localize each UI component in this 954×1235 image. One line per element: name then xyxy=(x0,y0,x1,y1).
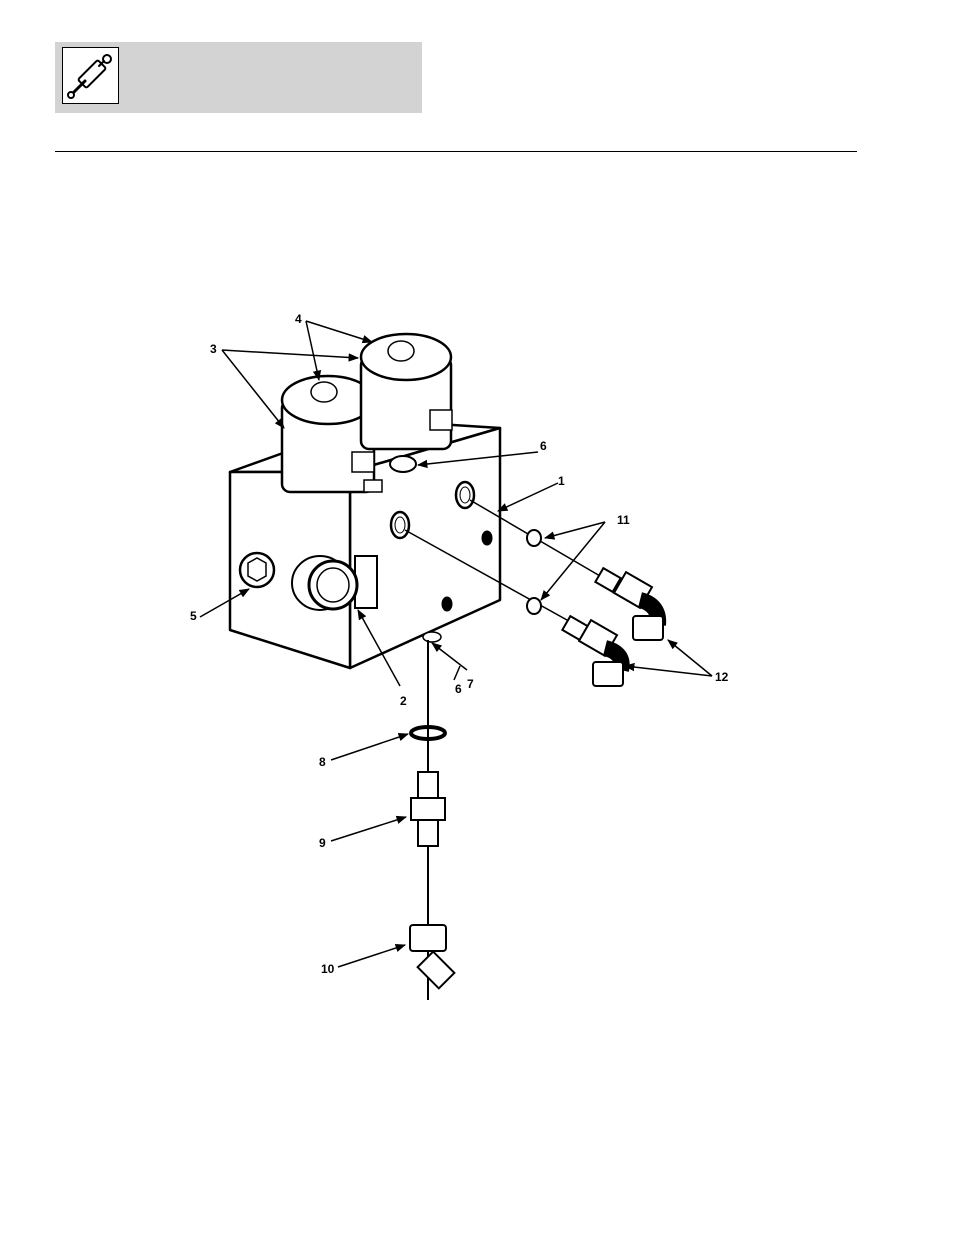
callout-5: 5 xyxy=(190,609,197,623)
callout-10: 10 xyxy=(321,962,335,976)
hex-plug xyxy=(240,553,274,587)
o-ring xyxy=(527,530,541,546)
callout-3: 3 xyxy=(210,342,217,356)
adapter-fitting xyxy=(411,772,445,846)
top-plug xyxy=(390,456,416,472)
solenoid-coil-rear xyxy=(361,334,452,449)
callout-11: 11 xyxy=(617,513,630,527)
o-ring xyxy=(527,598,541,614)
elbow-45-fitting xyxy=(410,925,454,988)
callout-12: 12 xyxy=(715,670,729,684)
callout-2: 2 xyxy=(400,694,407,708)
callout-1: 1 xyxy=(558,474,565,488)
plug-fitting xyxy=(292,556,377,610)
callout-6: 6 xyxy=(455,682,462,696)
callout-6: 6 xyxy=(540,439,547,453)
callout-9: 9 xyxy=(319,836,326,850)
callout-7: 7 xyxy=(467,677,474,691)
elbow-fitting xyxy=(562,616,623,686)
callout-4: 4 xyxy=(295,312,302,326)
callout-8: 8 xyxy=(319,755,326,769)
